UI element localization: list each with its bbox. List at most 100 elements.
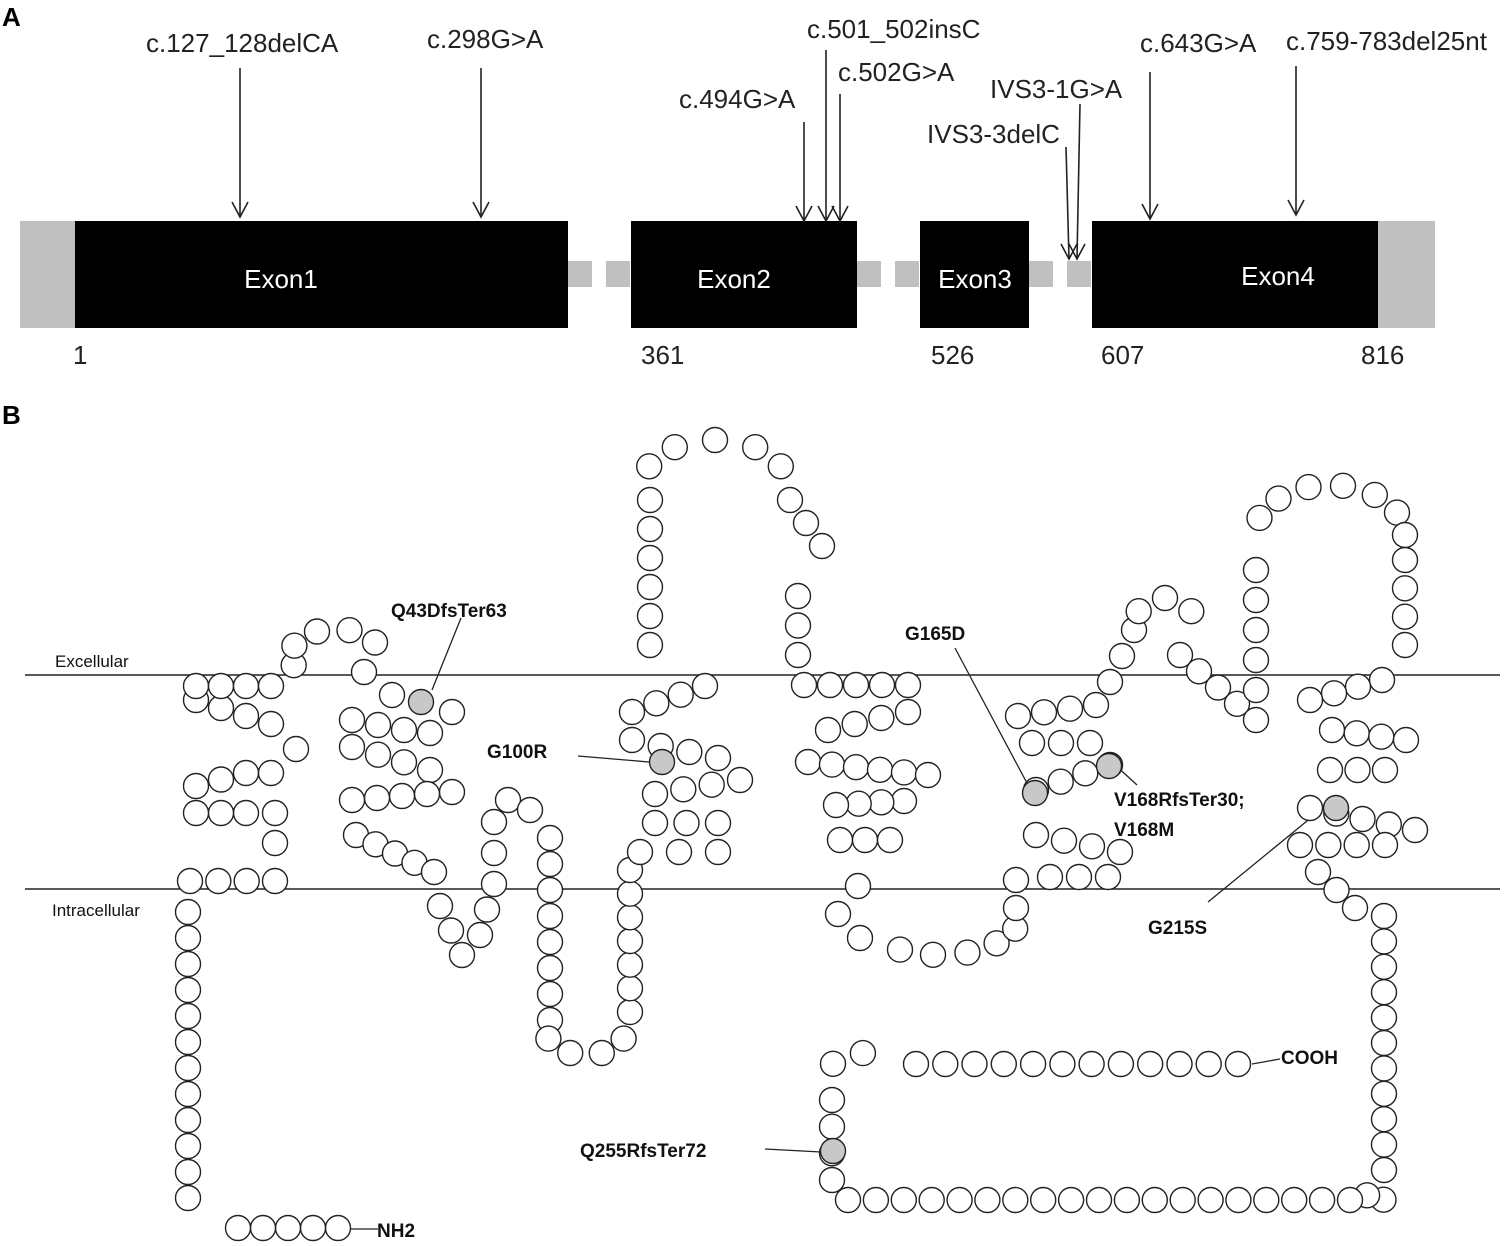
residue-circle xyxy=(626,838,654,866)
residue-circle xyxy=(174,1028,202,1056)
residue-circle xyxy=(1082,691,1110,719)
residue-circle xyxy=(616,880,644,907)
residue-circle xyxy=(174,1054,202,1082)
residue-circle xyxy=(1368,723,1395,750)
residue-circle xyxy=(1296,686,1324,714)
residue-circle xyxy=(466,921,494,949)
residue-circle xyxy=(1019,1050,1047,1078)
exon-4-label: Exon4 xyxy=(1241,261,1315,291)
residue-circle xyxy=(416,719,444,747)
residue-circle xyxy=(1085,1186,1113,1214)
residue-circle xyxy=(1195,1050,1222,1078)
residue-circle xyxy=(257,759,285,787)
intron-2-segment xyxy=(857,261,881,287)
residue-circle xyxy=(233,867,260,895)
residue-circle xyxy=(1391,575,1419,602)
residue-circle xyxy=(1113,1186,1141,1214)
residue-circle xyxy=(1078,833,1106,860)
residue-circle xyxy=(1151,584,1179,612)
residue-circle xyxy=(641,809,669,837)
residue-circle xyxy=(670,776,697,803)
residue-circle xyxy=(364,741,392,768)
residue-circle xyxy=(1106,838,1134,866)
residue-circle xyxy=(844,872,872,900)
mutation-arrows xyxy=(231,50,1305,261)
residue-circle xyxy=(207,694,235,722)
residue-circle xyxy=(480,808,508,836)
residue-circle xyxy=(1368,666,1396,694)
residue-circle xyxy=(1253,1186,1280,1214)
exon-2-label: Exon2 xyxy=(697,264,771,294)
residue-circle xyxy=(808,532,836,560)
residue-circle xyxy=(792,509,820,537)
residue-circle xyxy=(1323,876,1350,904)
residue-circle xyxy=(1136,1050,1164,1078)
residue-circle xyxy=(794,748,822,776)
residue-circle xyxy=(1296,794,1324,822)
residue-circle xyxy=(1344,673,1372,700)
residue-circle xyxy=(842,671,870,699)
residue-circle xyxy=(1344,756,1371,784)
residue-circle xyxy=(894,671,922,699)
residue-circle xyxy=(1401,816,1429,844)
residue-circle xyxy=(174,1158,202,1186)
residue-circle xyxy=(862,1186,890,1214)
residue-circle xyxy=(1057,1186,1085,1214)
position-label: 1 xyxy=(73,340,87,370)
residue-circle xyxy=(1370,1105,1398,1133)
residue-circle xyxy=(1370,1156,1398,1184)
residue-circle xyxy=(438,698,466,726)
residue-circle xyxy=(742,434,769,461)
residue-circle xyxy=(1320,680,1348,707)
residue-circle xyxy=(437,917,465,944)
residue-circle xyxy=(1265,485,1292,512)
residue-circle xyxy=(866,756,894,783)
residue-circle xyxy=(1304,858,1332,886)
mutant-residue-circle xyxy=(1095,752,1123,780)
c-terminus-label: COOH xyxy=(1281,1048,1338,1069)
residue-circle xyxy=(1286,831,1314,859)
residue-circle xyxy=(232,799,260,827)
residue-circle xyxy=(784,641,812,669)
residue-circle xyxy=(232,672,260,700)
protein-mutation-label: G165D xyxy=(905,624,965,645)
residue-circle xyxy=(665,838,693,866)
utr-5-prime xyxy=(20,221,75,328)
residue-circle xyxy=(919,941,947,968)
residue-circle xyxy=(361,629,389,656)
residue-circle xyxy=(448,941,476,969)
arrow-icon xyxy=(231,68,249,219)
position-label: 361 xyxy=(641,340,684,370)
arrow-icon xyxy=(831,94,849,223)
intron-1-segment xyxy=(606,261,630,287)
residue-circle xyxy=(1204,674,1232,701)
residue-circle xyxy=(1108,642,1136,670)
residue-circle xyxy=(1107,1050,1135,1078)
residue-circle xyxy=(1166,1050,1193,1078)
residue-circle xyxy=(1316,756,1344,784)
mutation-label: c.494G>A xyxy=(679,84,796,114)
arrow-icon xyxy=(795,122,813,223)
residue-circle xyxy=(673,809,700,837)
exon-2-box xyxy=(631,221,857,328)
residue-circle xyxy=(1078,1050,1105,1078)
residue-circle xyxy=(1329,472,1357,499)
residue-circle xyxy=(588,1039,615,1067)
residue-circle xyxy=(868,789,895,816)
arrow-icon xyxy=(1141,72,1159,221)
residue-circle xyxy=(767,453,794,480)
exon-3-box xyxy=(920,221,1029,328)
residue-circle xyxy=(849,1039,877,1067)
introns xyxy=(568,261,1091,287)
residue-circle xyxy=(174,924,202,952)
mutant-residue-circle xyxy=(648,748,676,776)
exon-1-box xyxy=(75,221,568,328)
exon-3-label: Exon3 xyxy=(938,264,1012,294)
mutation-label: c.298G>A xyxy=(427,24,544,54)
mutant-residue-circle xyxy=(407,688,435,716)
residue-circle xyxy=(1223,690,1251,717)
residue-circle xyxy=(636,573,664,601)
mutation-label: c.759-783del25nt xyxy=(1286,26,1488,56)
position-label: 816 xyxy=(1361,340,1404,370)
residue-circle xyxy=(1178,598,1205,625)
